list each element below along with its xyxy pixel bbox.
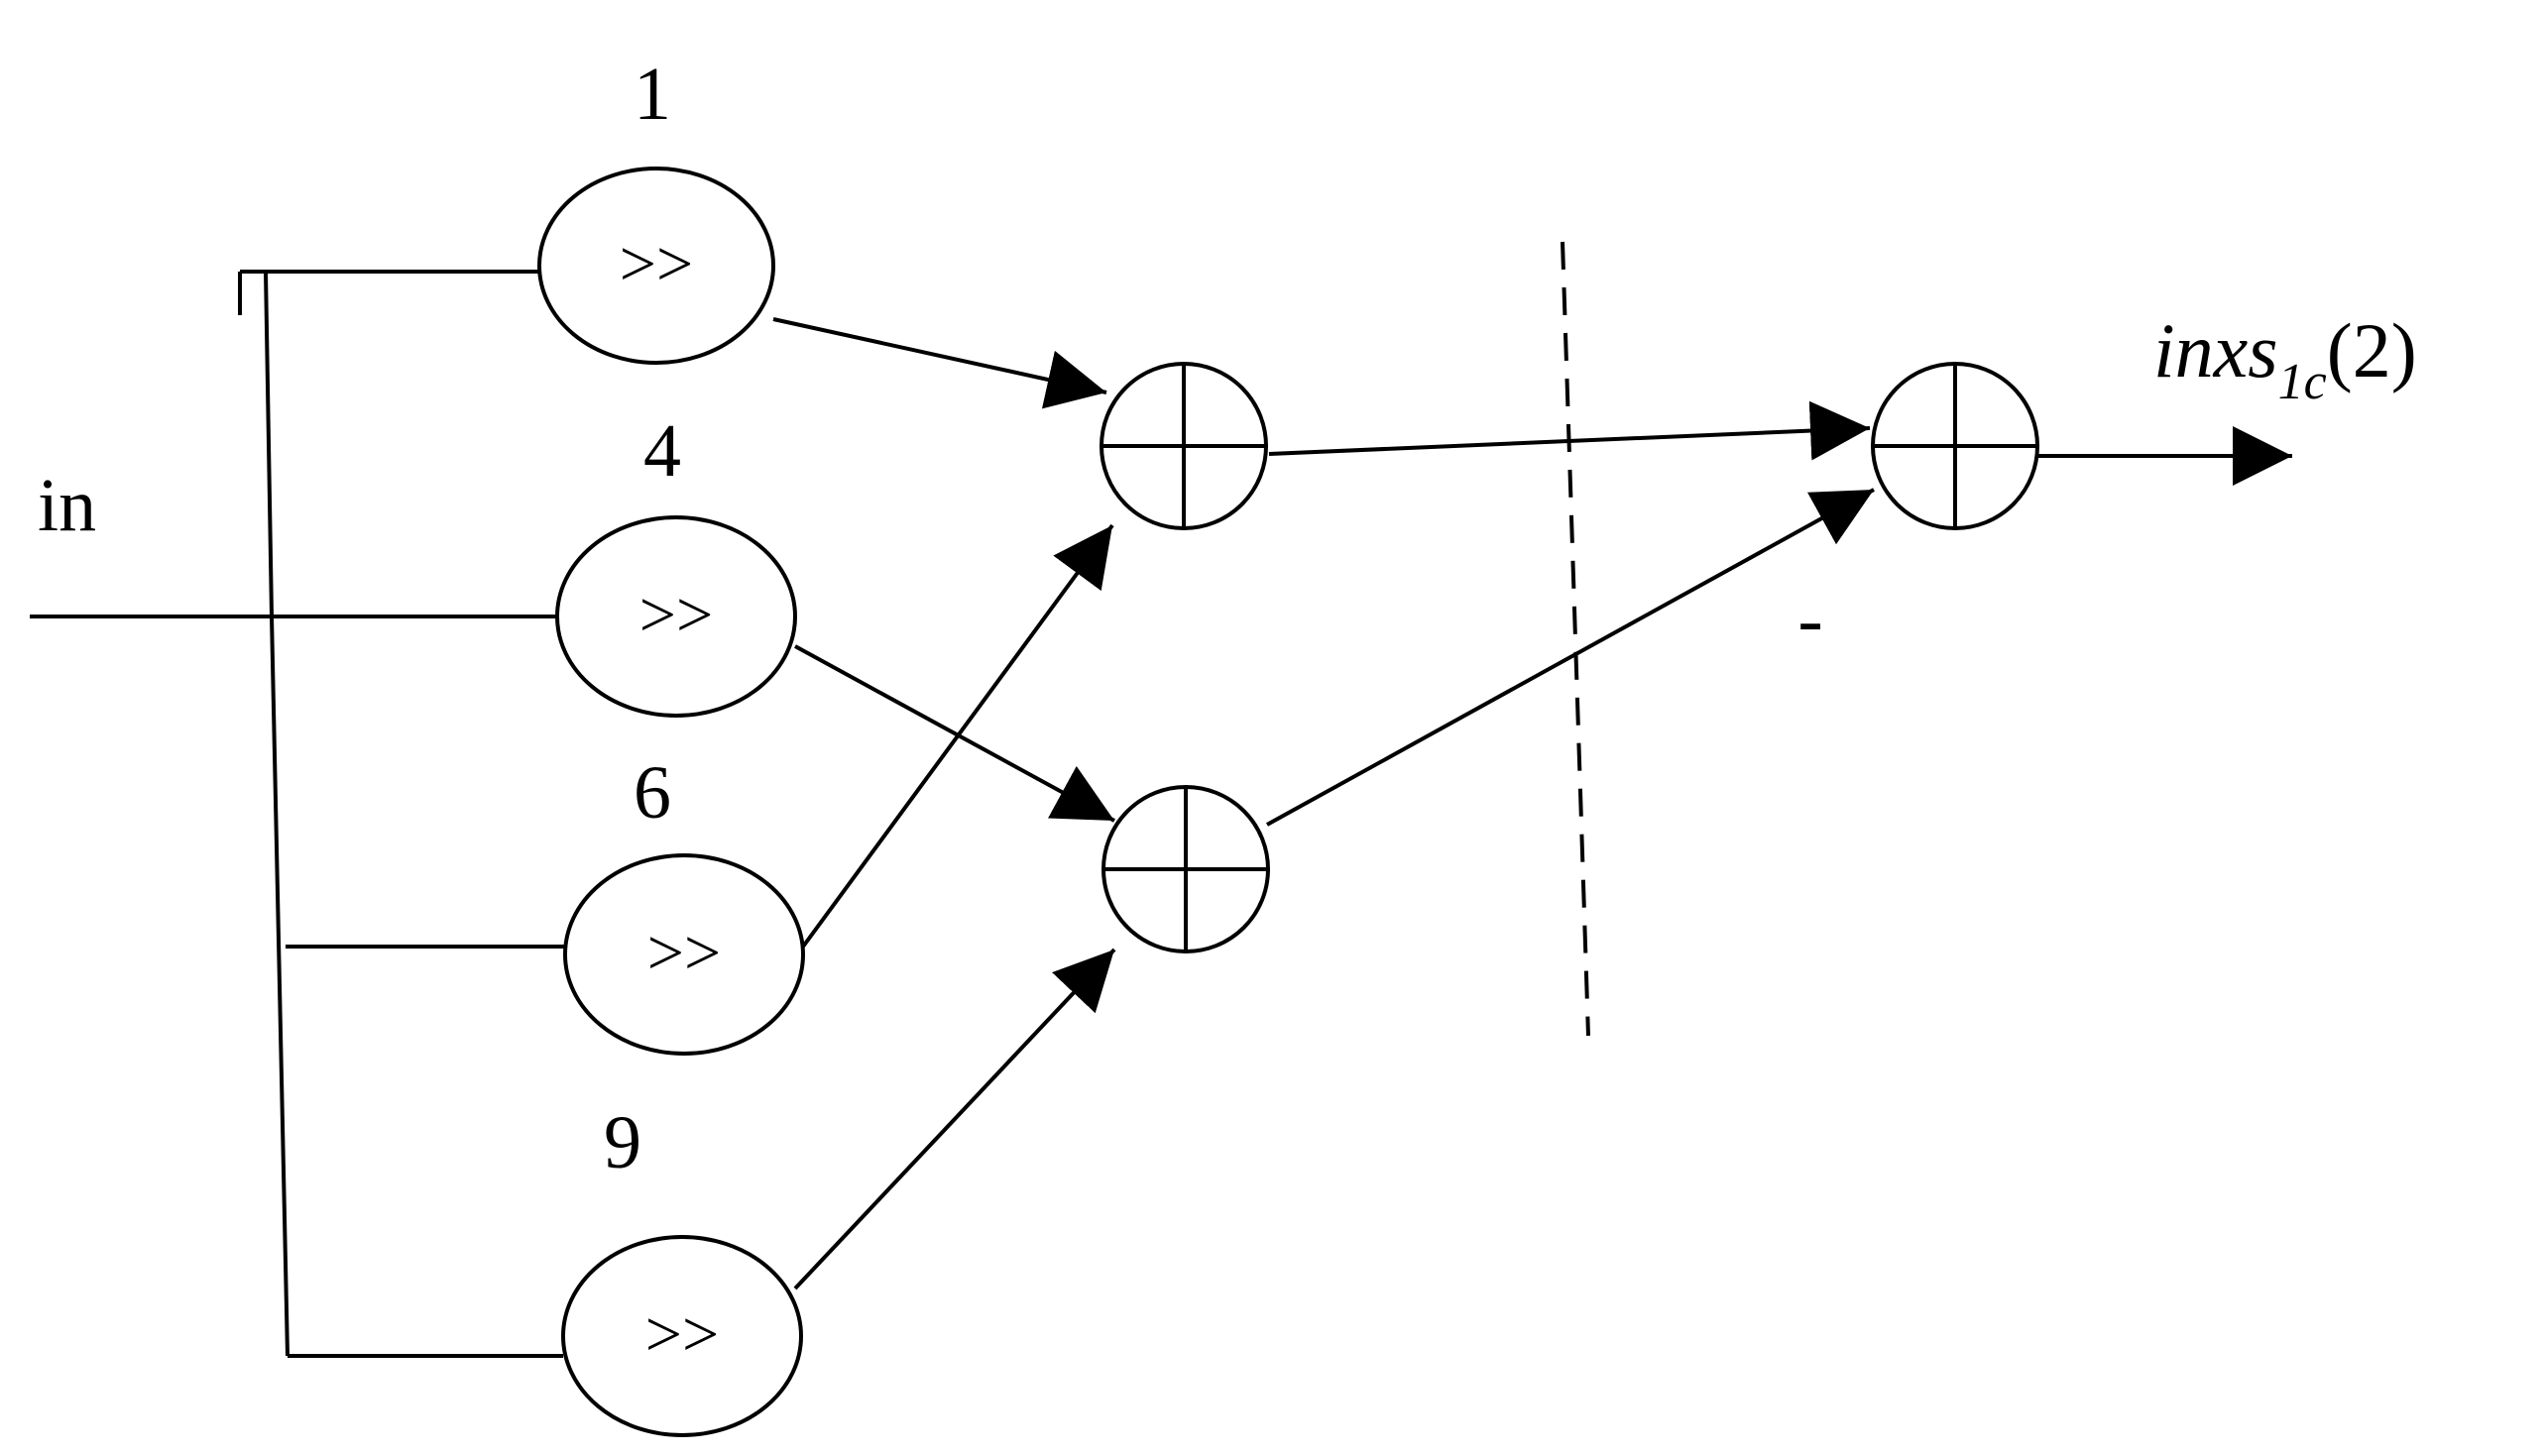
adder-top [1100,362,1268,530]
shift-amount-1: 1 [634,53,671,136]
pipeline-cut-line [1561,241,1590,1037]
subtract-sign: - [1797,578,1822,661]
shifter-4-symbol: >> [639,579,713,651]
shifter-4: >> 4 [555,409,797,718]
shift-amount-6: 6 [634,751,671,835]
arrow-shift6-to-adder-top [801,523,1114,949]
output-label-base: inxs [2153,307,2278,393]
shift-amount-9: 9 [604,1101,641,1184]
shifter-1: >> 1 [537,53,775,365]
input-label: in [38,464,96,547]
shifter-6-symbol: >> [647,917,721,989]
shifter-9: >> 9 [561,1101,803,1437]
fanout-bus-upper [264,271,274,617]
arrow-shift1-to-adder-top [772,317,1107,409]
arrow-shift4-to-adder-bottom [794,644,1115,823]
adder-bottom [1101,785,1270,953]
output-label-arg: (2) [2327,307,2417,393]
output-label-subscript: 1c [2278,354,2327,410]
adder-final [1871,362,2039,530]
shifter-9-symbol: >> [645,1298,719,1371]
output-label: inxs1c(2) [2153,307,2417,410]
arrow-adder-top-to-final [1268,400,1871,461]
arrow-adder-bottom-to-final [1266,488,1875,827]
shift-amount-4: 4 [643,409,681,493]
fanout-bus-lower [270,616,290,1357]
shifter-6: >> 6 [563,751,805,1056]
arrow-shift9-to-adder-bottom [793,948,1116,1290]
shifter-1-symbol: >> [620,228,693,300]
